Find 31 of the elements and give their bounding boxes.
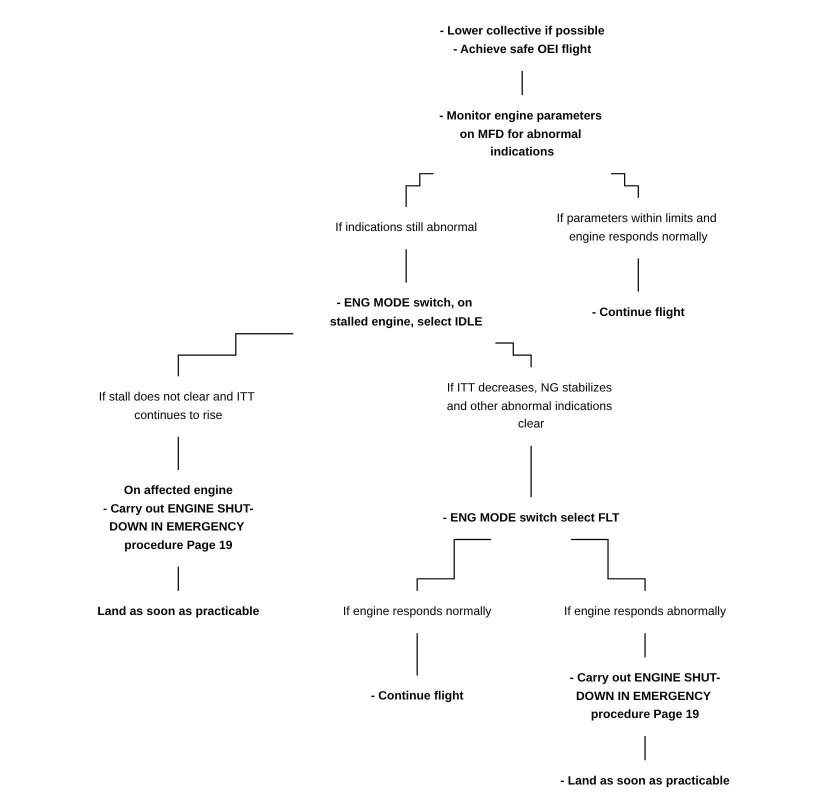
node-text: - ENG MODE switch select FLT bbox=[442, 510, 620, 524]
node-text: Land as soon as practicable bbox=[97, 604, 260, 618]
node-label: Page 19 bbox=[186, 538, 232, 552]
connector bbox=[638, 257, 639, 292]
node-text: - Continue flight bbox=[370, 688, 464, 702]
node-text: If indications still abnormal bbox=[335, 220, 477, 234]
node-text: If stall does not clear and ITT continues to rise bbox=[98, 389, 254, 422]
node-text: If engine responds abnormally bbox=[564, 604, 726, 618]
node-text: If parameters within limits and engine responds normally bbox=[556, 211, 716, 243]
connector bbox=[178, 436, 179, 470]
connector bbox=[610, 172, 639, 198]
connector bbox=[416, 538, 492, 592]
connector bbox=[495, 342, 532, 368]
connector bbox=[530, 444, 532, 498]
node-text: - Land as soon as practicable bbox=[560, 773, 730, 788]
connector bbox=[405, 172, 434, 208]
connector bbox=[644, 734, 646, 760]
connector bbox=[405, 248, 407, 283]
connector bbox=[521, 70, 523, 96]
node-text: - Continue flight bbox=[592, 304, 684, 319]
node-text: - Lower collective if possible - Achieve safe OEI flight bbox=[440, 24, 604, 56]
node-text: - ENG MODE switch, on stalled engine, select IDLE bbox=[330, 296, 482, 328]
node-text: If ITT decreases, NG stabilizes and other abnormal indications clear bbox=[446, 380, 612, 430]
connector bbox=[178, 566, 179, 592]
connector bbox=[644, 632, 646, 658]
connector bbox=[416, 632, 418, 676]
node-text: - Monitor engine parameters on MFD for abnormal indications bbox=[439, 108, 602, 158]
connector bbox=[178, 332, 294, 376]
connector bbox=[570, 538, 646, 592]
node-label: Page 19 bbox=[653, 706, 699, 721]
node-text: If engine responds normally bbox=[342, 604, 492, 618]
